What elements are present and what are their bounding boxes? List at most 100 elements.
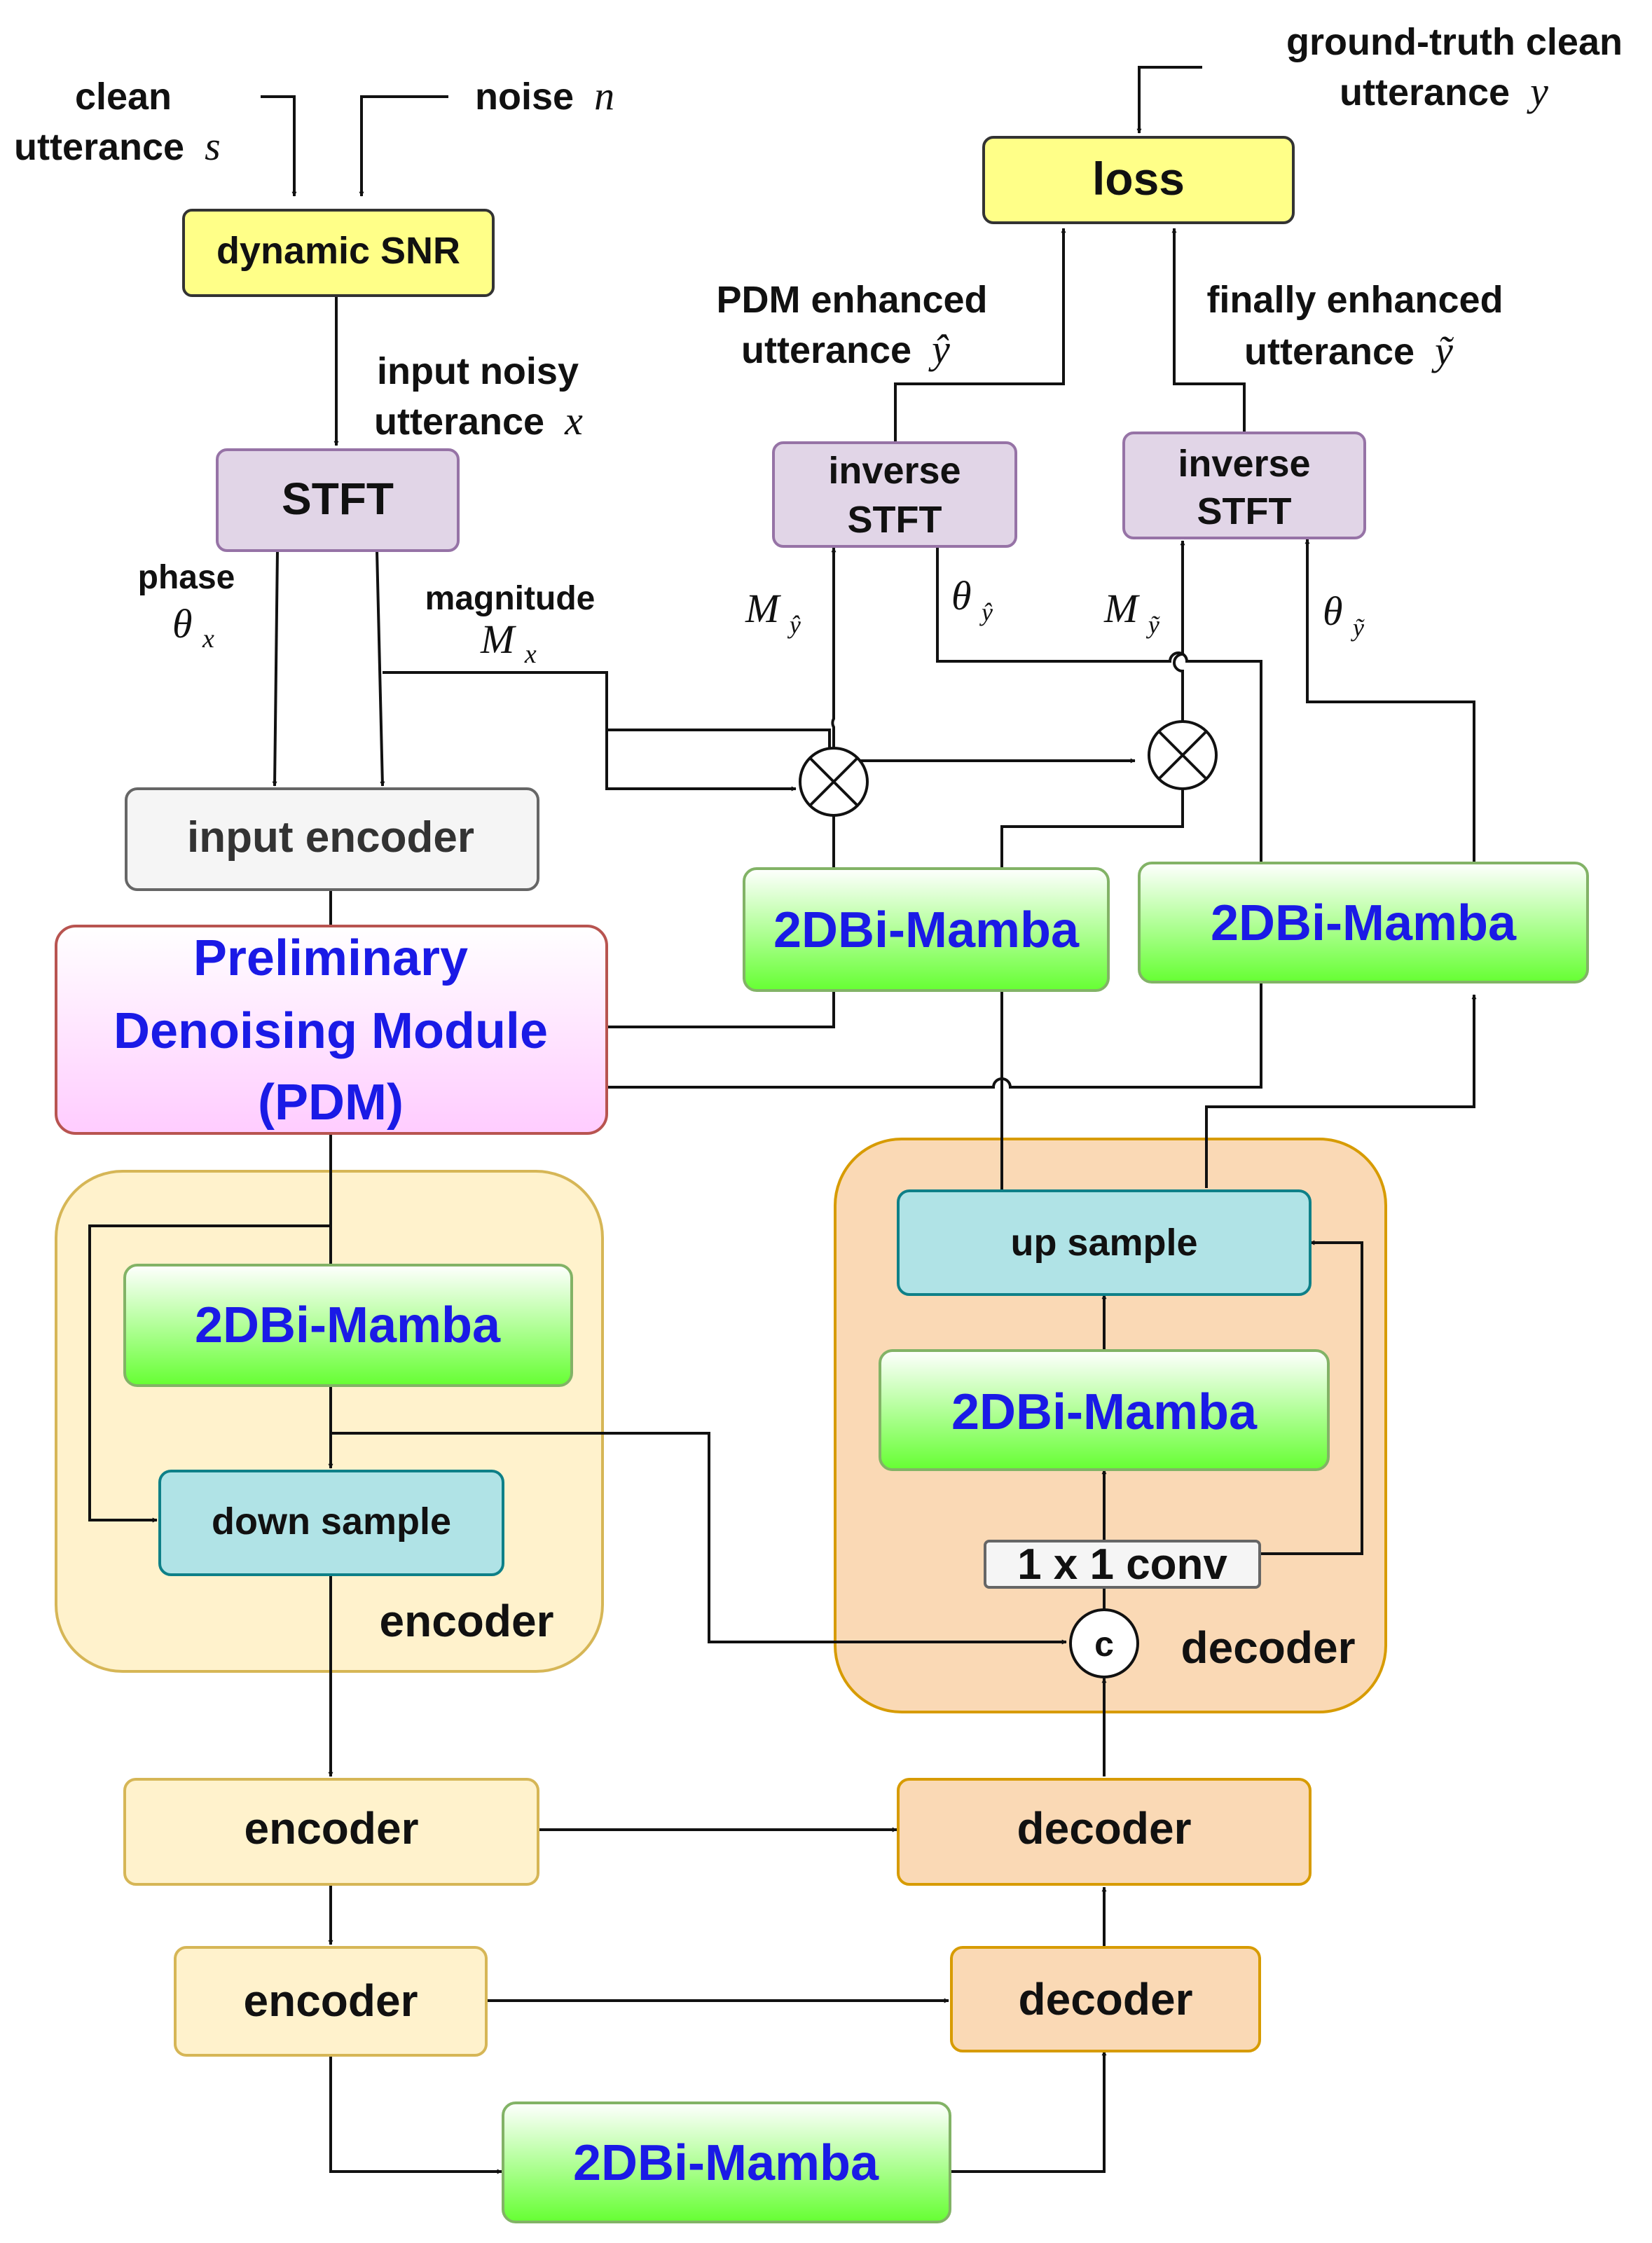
pdm-label-line3: (PDM) [258, 1075, 404, 1131]
multiply-node-1 [799, 747, 869, 817]
clean-line1: clean [75, 76, 172, 118]
encoder-mamba-label: 2DBi-Mamba [195, 1297, 501, 1353]
clean-utterance-label: clean utterance s [14, 76, 221, 169]
inverse-stft-2-line1: inverse [1178, 443, 1310, 485]
phase-math: θ [172, 601, 193, 647]
noisy-input-label: input noisy utterance x [374, 350, 583, 443]
mamba2-to-istft2 [1305, 539, 1475, 863]
theta-ytilde-symbol: θ [1323, 588, 1343, 634]
pdm-enh-line2: utterance [741, 329, 911, 371]
mamba-block-2: 2DBi-Mamba [1138, 862, 1589, 984]
inverse-stft-block-2: inverse STFT [1122, 432, 1366, 539]
magnitude-label: magnitude [425, 580, 596, 617]
final-enh-line2: utterance [1244, 331, 1414, 373]
svg-text:M ŷ: M ŷ [745, 586, 801, 639]
final-enh-line1: finally enhanced [1206, 279, 1503, 321]
bottleneck-mamba-label: 2DBi-Mamba [573, 2135, 879, 2191]
magnitude-math: M [480, 616, 516, 662]
decoder-container-label: decoder [1181, 1622, 1356, 1673]
concat-node: c [1069, 1608, 1139, 1678]
up-sample-label: up sample [1010, 1222, 1197, 1264]
svg-text:M x: M x [480, 616, 537, 669]
conv-to-upsample [1260, 1240, 1363, 1555]
decoder-to-mult2 [1000, 789, 1184, 1191]
down-sample-block: down sample [158, 1470, 504, 1576]
encoder-container-label: encoder [380, 1596, 554, 1646]
svg-text:utterance ŷ: utterance ŷ [741, 326, 950, 372]
clean-arrow [261, 95, 297, 197]
bottleneck-mamba-block: 2DBi-Mamba [502, 2101, 951, 2223]
magnitude-label-group: magnitude M x [425, 580, 596, 669]
m-yhat-label: M ŷ [745, 586, 801, 639]
pdm-label-line1: Preliminary [193, 930, 468, 986]
pdm-to-mamba1 [607, 991, 835, 1028]
noise-arrow [359, 95, 448, 197]
decoder-block-2-label: decoder [1017, 1803, 1192, 1854]
svg-text:utterance x: utterance x [374, 398, 583, 443]
encoder-block-3-label: encoder [244, 1975, 418, 2026]
clean-line2: utterance [14, 126, 184, 168]
conv-label: 1 x 1 conv [1017, 1540, 1227, 1589]
decoder-block-2: decoder [897, 1778, 1312, 1886]
noise-label-group: noise n [475, 73, 614, 118]
mult2-to-istft2 [1173, 540, 1185, 723]
bottleneck-to-dec2 [950, 2050, 1107, 2173]
decoder-block-3: decoder [950, 1946, 1261, 2052]
loss-label: loss [1092, 153, 1185, 205]
encoder-block-2: encoder [123, 1778, 539, 1886]
decoder-mamba-label: 2DBi-Mamba [951, 1384, 1258, 1440]
inverse-stft-1-line1: inverse [828, 450, 961, 492]
svg-text:θ x: θ x [172, 601, 214, 654]
pdm-to-istft1-phase [607, 539, 1262, 1089]
ground-truth-label: ground-truth clean utterance y [1286, 21, 1623, 114]
encoder-skip [88, 1224, 331, 1523]
svg-text:utterance s: utterance s [14, 123, 221, 169]
phase-label: phase [138, 559, 235, 596]
noisy-var: x [564, 398, 583, 443]
theta-ytilde-sub: ỹ [1351, 614, 1365, 642]
decoder-mamba-block: 2DBi-Mamba [879, 1349, 1330, 1471]
connectors [88, 66, 1477, 2174]
istft1-to-loss [894, 228, 1066, 441]
inverse-stft-block-1: inverse STFT [772, 441, 1017, 548]
svg-text:utterance y: utterance y [1340, 69, 1548, 114]
phase-sub: x [202, 624, 214, 654]
svg-text:noise n: noise n [475, 73, 614, 118]
noise-label: noise [475, 76, 574, 118]
final-enh-var: ỹ [1431, 328, 1454, 373]
mamba-label-1: 2DBi-Mamba [773, 902, 1080, 958]
gt-line2: utterance [1340, 71, 1510, 113]
up-sample-block: up sample [897, 1189, 1312, 1296]
multiply-node-2 [1148, 720, 1218, 790]
m-yhat-symbol: M [745, 586, 781, 631]
clean-var: s [205, 123, 221, 169]
concat-label: c [1094, 1624, 1114, 1664]
encoder-block-3: encoder [174, 1946, 488, 2057]
gt-var: y [1527, 69, 1548, 114]
noise-var: n [594, 73, 614, 118]
svg-text:M ỹ: M ỹ [1103, 586, 1160, 639]
mult1-to-istft1 [831, 547, 837, 754]
magnitude-to-mult2 [607, 729, 1136, 764]
upsample-to-mamba2 [1205, 994, 1477, 1188]
svg-text:θ ỹ: θ ỹ [1323, 588, 1365, 642]
phase-label-group: phase θ x [138, 559, 235, 654]
stft-block: STFT [216, 448, 460, 552]
mamba-label-2: 2DBi-Mamba [1211, 895, 1517, 951]
dynamic-snr-label: dynamic SNR [216, 230, 460, 272]
magnitude-arrow [376, 550, 385, 787]
final-enhanced-label: finally enhanced utterance ỹ [1206, 279, 1503, 373]
input-encoder-label: input encoder [187, 813, 474, 862]
pdm-enh-line1: PDM enhanced [716, 279, 987, 321]
encoder-block-2-label: encoder [245, 1803, 419, 1854]
decoder-block-3-label: decoder [1019, 1974, 1193, 2024]
mamba-block-1: 2DBi-Mamba [743, 867, 1110, 992]
pdm-label-line2: Denoising Module [113, 1003, 548, 1059]
m-ytilde-symbol: M [1103, 586, 1140, 631]
theta-yhat-label: θ ŷ [951, 573, 993, 626]
gt-line1: ground-truth clean [1286, 21, 1623, 63]
m-ytilde-sub: ỹ [1146, 611, 1160, 639]
noisy-line1: input noisy [377, 350, 579, 392]
magnitude-sub: x [524, 640, 537, 669]
pdm-enhanced-label: PDM enhanced utterance ŷ [716, 279, 987, 372]
